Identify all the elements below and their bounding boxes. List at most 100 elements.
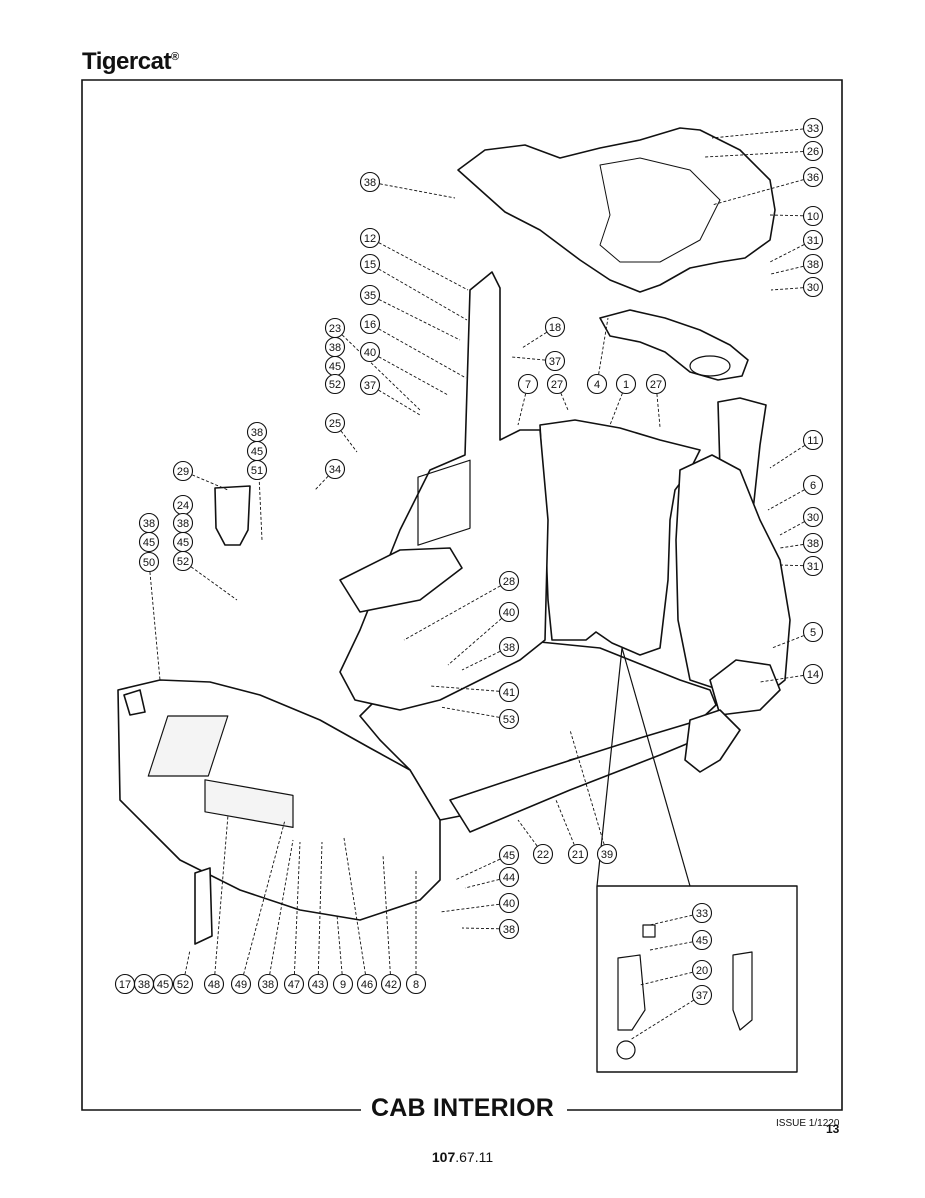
callout-bubble	[324, 458, 346, 480]
callout-bubble	[359, 171, 381, 193]
callout-leader-line	[759, 673, 814, 683]
roof-inner-rim	[599, 157, 721, 263]
callout-leader-line	[704, 150, 814, 158]
callout-number: 1	[623, 379, 629, 391]
callout-leader-line	[769, 439, 814, 469]
callout-bubble	[172, 460, 194, 482]
callout-bubble	[691, 959, 713, 981]
callout-leader-line	[240, 819, 286, 985]
callout-leader-line	[182, 560, 238, 601]
diagram-frame	[81, 79, 843, 1111]
callout-bubble	[802, 474, 824, 496]
callout-number: 15	[364, 259, 376, 271]
callout-bubble	[307, 973, 329, 995]
callout-leader-line	[711, 127, 814, 139]
callout-number: 43	[312, 979, 324, 991]
callout-bubble	[359, 341, 381, 363]
callout-bubble	[405, 973, 427, 995]
cup-holder	[214, 485, 251, 546]
callout-bubble	[356, 973, 378, 995]
callout-bubble	[544, 350, 566, 372]
callout-number: 33	[696, 908, 708, 920]
callout-number: 18	[549, 322, 561, 334]
callout-number: 29	[177, 466, 189, 478]
registered-mark: ®	[170, 51, 179, 63]
callout-number: 4	[594, 379, 600, 391]
callout-number: 50	[143, 557, 155, 569]
callout-bubble	[172, 973, 194, 995]
callout-number: 48	[208, 979, 220, 991]
callout-bubble	[802, 506, 824, 528]
callout-leader-line	[293, 841, 301, 985]
callout-number: 17	[119, 979, 131, 991]
callout-number: 31	[807, 235, 819, 247]
callout-bubble	[283, 973, 305, 995]
callout-number: 40	[364, 347, 376, 359]
callout-number: 16	[364, 319, 376, 331]
callout-group: 3326361031383038121535183716233845524037…	[114, 117, 824, 1041]
callout-number: 7	[525, 379, 531, 391]
callout-bubble	[498, 918, 520, 940]
callout-number: 38	[251, 427, 263, 439]
callout-number: 10	[807, 211, 819, 223]
callout-leader-line	[429, 685, 510, 693]
callout-bubble	[359, 227, 381, 249]
callout-bubble	[498, 844, 520, 866]
callout-number: 37	[549, 356, 561, 368]
callout-bubble	[691, 929, 713, 951]
callout-bubble	[802, 117, 824, 139]
callout-leader-line	[334, 327, 421, 411]
lower-mounting-plate	[194, 867, 213, 945]
callout-bubble	[380, 973, 402, 995]
callout-bubble	[802, 229, 824, 251]
callout-bubble	[567, 843, 589, 865]
callout-bubble	[802, 253, 824, 275]
callout-number: 45	[329, 361, 341, 373]
callout-number: 53	[503, 714, 515, 726]
callout-number: 12	[364, 233, 376, 245]
callout-leader-line	[639, 969, 703, 986]
callout-bubble	[691, 902, 713, 924]
callout-leader-line	[213, 814, 229, 985]
callout-bubble	[203, 973, 225, 995]
callout-bubble	[802, 140, 824, 162]
callout-leader-line	[439, 902, 510, 913]
callout-number: 52	[177, 979, 189, 991]
callout-number: 42	[385, 979, 397, 991]
callout-number: 38	[503, 924, 515, 936]
callout-number: 14	[807, 669, 819, 681]
vent-grille-small	[204, 779, 294, 828]
console-dome-light	[689, 355, 731, 377]
callout-leader-line	[649, 939, 703, 951]
callout-number: 52	[329, 379, 341, 391]
callout-bubble	[498, 892, 520, 914]
callout-bubble	[359, 313, 381, 335]
callout-number: 5	[810, 627, 816, 639]
callout-number: 38	[364, 177, 376, 189]
issue-label: ISSUE 1/1220	[776, 1118, 840, 1129]
callout-number: 45	[157, 979, 169, 991]
callout-number: 41	[503, 687, 515, 699]
callout-leader-line	[629, 994, 703, 1041]
callout-leader-line	[256, 431, 263, 541]
callout-leader-line	[767, 484, 814, 511]
callout-bubble	[324, 373, 346, 395]
callout-bubble	[152, 973, 174, 995]
callout-leader-line	[711, 176, 814, 206]
callout-bubble	[138, 531, 160, 553]
callout-number: 30	[807, 512, 819, 524]
inset-leader-right	[621, 647, 691, 887]
callout-leader-line	[369, 181, 456, 199]
callout-number: 6	[810, 480, 816, 492]
page-number: 13	[826, 1122, 840, 1136]
callout-number: 25	[329, 418, 341, 430]
callout-bubble	[517, 373, 539, 395]
inset-knob	[616, 1040, 636, 1060]
callout-number: 46	[361, 979, 373, 991]
callout-number: 49	[235, 979, 247, 991]
callout-number: 24	[177, 500, 189, 512]
callout-leader-line	[336, 914, 344, 985]
console-window-upper	[417, 459, 471, 546]
callout-number: 40	[503, 607, 515, 619]
callout-bubble	[802, 166, 824, 188]
